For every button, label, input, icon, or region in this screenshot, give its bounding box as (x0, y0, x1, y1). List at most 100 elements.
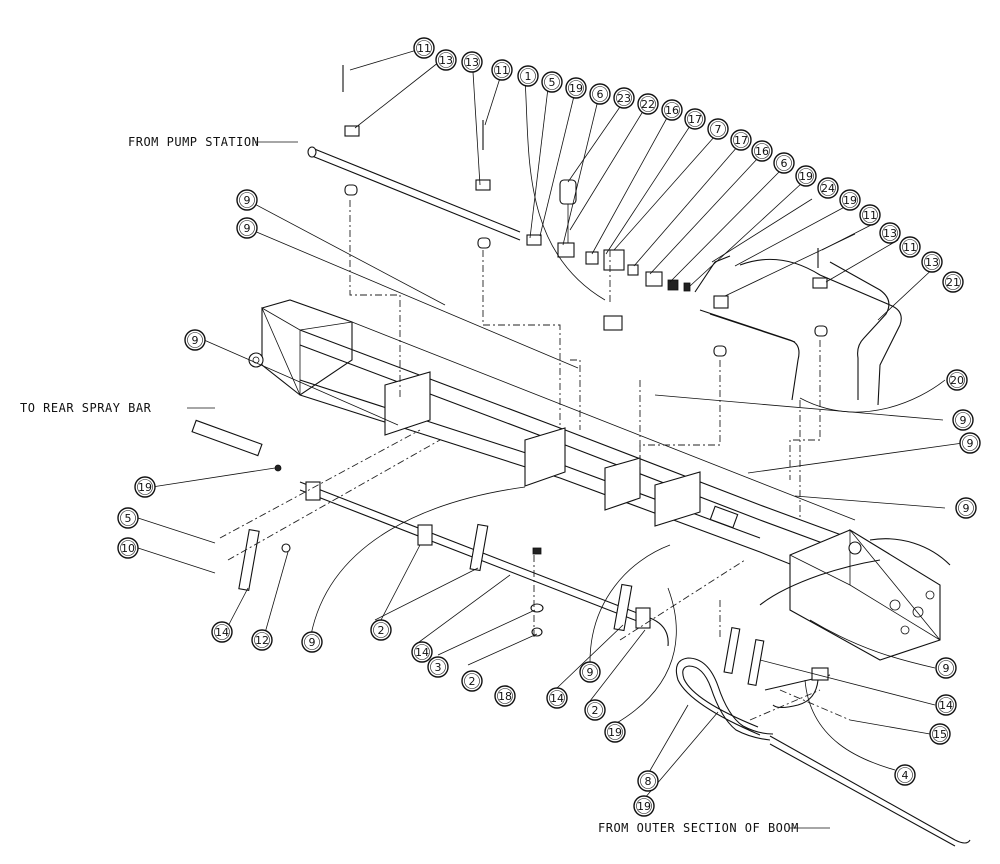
part-bubble: 16 (661, 99, 683, 121)
part-bubble: 5 (117, 507, 139, 529)
part-number: 17 (688, 113, 702, 126)
part-number: 12 (255, 634, 269, 647)
part-number: 2 (592, 704, 599, 717)
part-number: 9 (963, 502, 970, 515)
part-number: 18 (498, 690, 512, 703)
part-bubble: 19 (839, 189, 861, 211)
part-bubble: 9 (236, 217, 258, 239)
part-number: 9 (192, 334, 199, 347)
part-number: 23 (617, 92, 631, 105)
outer-hose (675, 559, 971, 847)
from-pump-station-label: FROM PUMP STATION (128, 135, 259, 149)
part-number: 19 (608, 726, 622, 739)
center-lines (219, 200, 851, 721)
part-bubble: 12 (251, 629, 273, 651)
part-bubble: 19 (565, 77, 587, 99)
part-number: 14 (215, 626, 229, 639)
from-outer-section-label: FROM OUTER SECTION OF BOOM (598, 821, 799, 835)
part-number: 19 (799, 170, 813, 183)
part-bubble: 14 (546, 687, 568, 709)
part-bubble: 6 (589, 83, 611, 105)
part-bubble: 19 (633, 795, 655, 817)
part-bubble: 20 (946, 369, 968, 391)
part-number: 10 (121, 542, 135, 555)
part-bubble: 10 (117, 537, 139, 559)
part-bubble: 19 (604, 721, 626, 743)
part-number: 7 (715, 123, 722, 136)
part-bubble: 21 (942, 271, 964, 293)
part-bubble: 13 (921, 251, 943, 273)
part-number: 4 (902, 769, 909, 782)
part-bubble: 19 (795, 165, 817, 187)
part-number: 13 (439, 54, 453, 67)
part-number: 9 (967, 437, 974, 450)
part-bubble: 2 (370, 619, 392, 641)
part-number: 13 (883, 227, 897, 240)
part-bubble: 13 (435, 49, 457, 71)
part-bubble: 9 (579, 661, 601, 683)
part-number: 9 (244, 222, 251, 235)
part-bubble: 16 (751, 140, 773, 162)
part-number: 14 (415, 646, 429, 659)
part-bubble: 22 (637, 93, 659, 115)
part-bubble: 17 (684, 108, 706, 130)
part-number: 14 (939, 699, 953, 712)
part-number: 3 (435, 661, 442, 674)
part-bubble: 11 (491, 59, 513, 81)
spray-bar-tube (191, 419, 765, 686)
part-number: 19 (637, 800, 651, 813)
part-bubble: 14 (935, 694, 957, 716)
part-number: 16 (665, 104, 679, 117)
part-number: 6 (597, 88, 604, 101)
part-number: 8 (645, 775, 652, 788)
part-number: 13 (465, 56, 479, 69)
part-bubble: 2 (461, 670, 483, 692)
part-number: 19 (138, 481, 152, 494)
part-number: 17 (734, 134, 748, 147)
part-bubble: 4 (894, 764, 916, 786)
part-bubble: 9 (236, 189, 258, 211)
part-number: 24 (821, 182, 835, 195)
part-number: 11 (863, 209, 877, 222)
part-number: 9 (309, 636, 316, 649)
part-number: 19 (569, 82, 583, 95)
part-bubble: 15 (929, 723, 951, 745)
boom-frame (248, 299, 951, 661)
part-number: 19 (843, 194, 857, 207)
part-bubble: 13 (879, 222, 901, 244)
part-bubble: 8 (637, 770, 659, 792)
part-number: 15 (933, 728, 947, 741)
part-bubble: 5 (541, 71, 563, 93)
part-bubble: 11 (859, 204, 881, 226)
part-bubble: 9 (952, 409, 974, 431)
part-bubble: 19 (134, 476, 156, 498)
part-number: 14 (550, 692, 564, 705)
part-number: 5 (125, 512, 132, 525)
part-bubble: 14 (211, 621, 233, 643)
part-bubble: 7 (707, 118, 729, 140)
part-bubble: 9 (959, 432, 981, 454)
to-rear-spray-bar-label: TO REAR SPRAY BAR (20, 401, 152, 415)
part-bubble: 9 (301, 631, 323, 653)
part-number: 13 (925, 256, 939, 269)
part-number: 21 (946, 276, 960, 289)
part-bubble: 14 (411, 641, 433, 663)
part-number: 6 (781, 157, 788, 170)
part-number: 11 (417, 42, 431, 55)
part-bubble: 9 (184, 329, 206, 351)
part-bubble: 24 (817, 177, 839, 199)
part-bubble: 17 (730, 129, 752, 151)
part-bubble: 6 (773, 152, 795, 174)
part-bubble: 23 (613, 87, 635, 109)
part-bubble: 13 (461, 51, 483, 73)
part-number: 5 (549, 76, 556, 89)
part-bubble: 11 (413, 37, 435, 59)
part-number: 16 (755, 145, 769, 158)
part-bubble: 11 (899, 236, 921, 258)
part-number: 9 (960, 414, 967, 427)
part-number: 1 (525, 70, 532, 83)
part-number: 9 (943, 662, 950, 675)
part-number: 22 (641, 98, 655, 111)
valve-assembly (307, 65, 902, 406)
